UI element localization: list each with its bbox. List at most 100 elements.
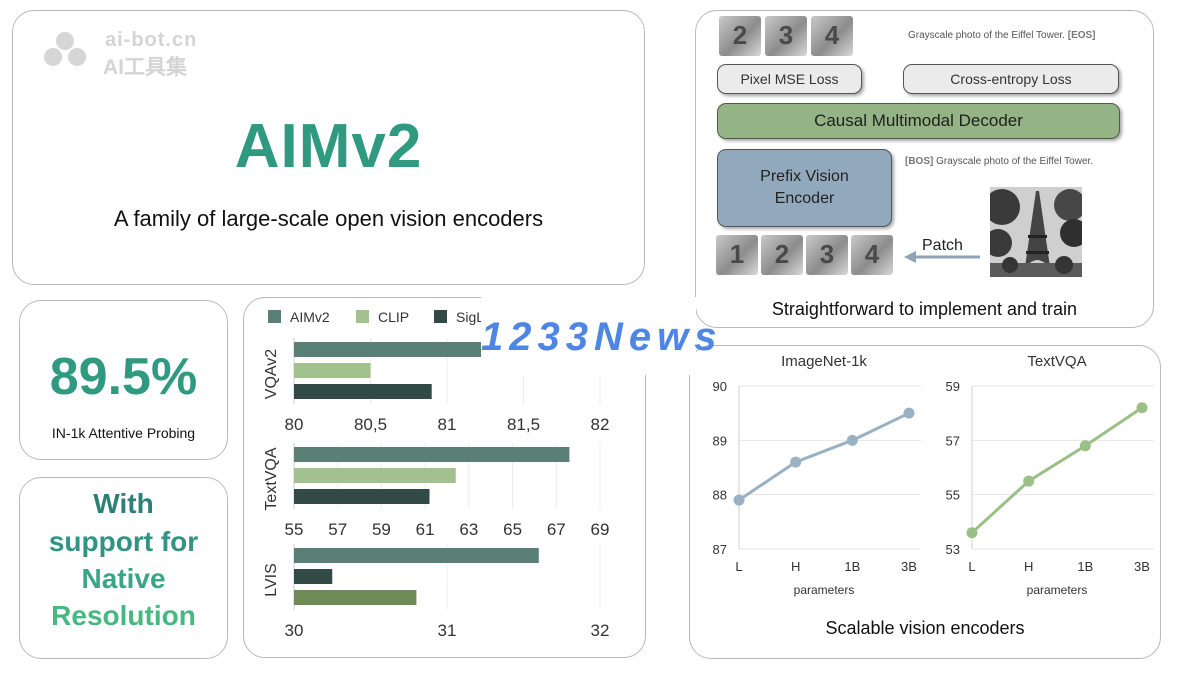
cross-entropy-box: Cross-entropy Loss <box>903 64 1119 94</box>
bar-tick-0-2: 81 <box>438 415 457 434</box>
line-point-1-2 <box>1079 440 1091 452</box>
bar-tick-2-0: 30 <box>285 621 304 640</box>
line-point-1-0 <box>966 527 978 539</box>
bar-tick-0-0: 80 <box>285 415 304 434</box>
bar-1-1 <box>294 468 456 483</box>
feature-line-3: Native <box>81 563 166 594</box>
line-xtick-0-3: 3B <box>901 559 917 574</box>
line-xtick-1-0: L <box>968 559 975 574</box>
bar-tick-1-0: 55 <box>285 520 304 539</box>
line-point-1-1 <box>1023 475 1035 487</box>
diagram-footer: Straightforward to implement and train <box>771 299 1078 319</box>
watermark-line1: ai-bot.cn <box>105 29 198 51</box>
bar-2-2 <box>294 590 417 605</box>
line-xtick-1-3: 3B <box>1134 559 1150 574</box>
bar-panel-label-1: TextVQA <box>263 447 280 510</box>
bottom-tile-3: 3 <box>806 235 848 275</box>
patch-label: Patch <box>922 237 963 254</box>
bottom-caption-tag: [BOS] <box>905 156 934 167</box>
watermark-logo: ai-bot.cn AI工具集 <box>43 29 213 79</box>
stat-value: 89.5% <box>49 348 198 406</box>
stat-label: IN-1k Attentive Probing <box>51 425 196 441</box>
line-footer: Scalable vision encoders <box>825 618 1025 638</box>
robot-icon <box>44 32 86 66</box>
line-ytick-0-0: 87 <box>713 542 727 557</box>
bar-panel-label-0: VQAv2 <box>263 349 280 400</box>
line-xtick-1-2: 1B <box>1077 559 1093 574</box>
top-tile-2: 3 <box>765 16 807 56</box>
bottom-tile-1: 1 <box>716 235 758 275</box>
patch-arrow-icon <box>904 251 980 263</box>
line-xlabel-1: parameters <box>1027 583 1088 597</box>
line-xlabel-0: parameters <box>794 583 855 597</box>
bar-tick-2-2: 32 <box>591 621 610 640</box>
bar-tick-1-6: 67 <box>547 520 566 539</box>
bottom-caption: [BOS] Grayscale photo of the Eiffel Towe… <box>905 156 1093 167</box>
watermark-line2: AI工具集 <box>103 56 187 79</box>
line-ytick-0-1: 88 <box>713 488 727 503</box>
news-watermark: 1233News <box>481 297 723 375</box>
bar-tick-0-4: 82 <box>591 415 610 434</box>
bottom-tile-4: 4 <box>851 235 893 275</box>
bottom-caption-text: Grayscale photo of the Eiffel Tower. <box>936 156 1094 167</box>
bar-tick-1-4: 63 <box>459 520 478 539</box>
line-point-0-0 <box>733 494 745 506</box>
bar-2-1 <box>294 569 333 584</box>
line-point-0-1 <box>790 456 802 468</box>
line-ytick-0-2: 89 <box>713 433 727 448</box>
bar-tick-0-3: 81,5 <box>507 415 540 434</box>
line-point-0-3 <box>903 407 915 419</box>
hero-card: ai-bot.cn AI工具集 AIMv2 A family of large-… <box>12 10 645 285</box>
line-series-0 <box>738 411 910 502</box>
bar-tick-0-1: 80,5 <box>354 415 387 434</box>
top-tile-1: 2 <box>719 16 761 56</box>
legend-swatch-1 <box>356 310 369 323</box>
feature-line-2: support for <box>48 526 199 557</box>
bar-0-2 <box>294 384 432 399</box>
bar-0-1 <box>294 363 371 378</box>
top-tile-3: 4 <box>811 16 853 56</box>
decoder-label: Causal Multimodal Decoder <box>814 111 1023 130</box>
bar-1-0 <box>294 447 570 462</box>
decoder-box: Causal Multimodal Decoder <box>717 103 1120 139</box>
line-ytick-1-0: 53 <box>946 542 960 557</box>
bar-0-0 <box>294 342 486 357</box>
line-xtick-0-1: H <box>791 559 800 574</box>
line-title-0: ImageNet-1k <box>781 353 867 370</box>
line-ytick-1-3: 59 <box>946 379 960 394</box>
pixel-loss-box: Pixel MSE Loss <box>717 64 862 94</box>
eiffel-photo <box>990 187 1082 277</box>
top-caption: Grayscale photo of the Eiffel Tower. [EO… <box>908 30 1096 41</box>
encoder-label-1: Prefix Vision <box>760 168 849 185</box>
line-xtick-0-0: L <box>735 559 742 574</box>
legend-label-2: SigL <box>456 309 484 325</box>
hero-title: AIMv2 <box>234 112 423 181</box>
cross-entropy-label: Cross-entropy Loss <box>950 71 1072 87</box>
bar-1-2 <box>294 489 430 504</box>
bar-tick-1-1: 57 <box>328 520 347 539</box>
bar-tick-1-2: 59 <box>372 520 391 539</box>
encoder-label-2: Encoder <box>774 190 835 207</box>
news-watermark-text: 1233News <box>481 315 723 359</box>
line-point-0-2 <box>846 434 858 446</box>
feature-line-4: Resolution <box>51 600 196 631</box>
legend-swatch-2 <box>434 310 447 323</box>
line-title-1: TextVQA <box>1027 353 1086 370</box>
bar-tick-1-3: 61 <box>416 520 435 539</box>
bottom-tile-2: 2 <box>761 235 803 275</box>
legend-swatch-0 <box>268 310 281 323</box>
hero-subtitle: A family of large-scale open vision enco… <box>113 206 544 231</box>
feature-card: With support for Native Resolution <box>19 477 228 659</box>
stat-card: 89.5% IN-1k Attentive Probing <box>19 300 228 460</box>
bar-tick-1-5: 65 <box>503 520 522 539</box>
line-series-1 <box>970 406 1143 534</box>
line-ytick-1-1: 55 <box>946 488 960 503</box>
feature-line-1: With <box>93 488 154 519</box>
top-caption-text: Grayscale photo of the Eiffel Tower. <box>908 30 1065 41</box>
top-caption-tag: [EOS] <box>1067 30 1096 41</box>
bar-tick-1-7: 69 <box>591 520 610 539</box>
legend-label-0: AIMv2 <box>290 309 330 325</box>
bar-2-0 <box>294 548 539 563</box>
line-ytick-0-3: 90 <box>713 379 727 394</box>
